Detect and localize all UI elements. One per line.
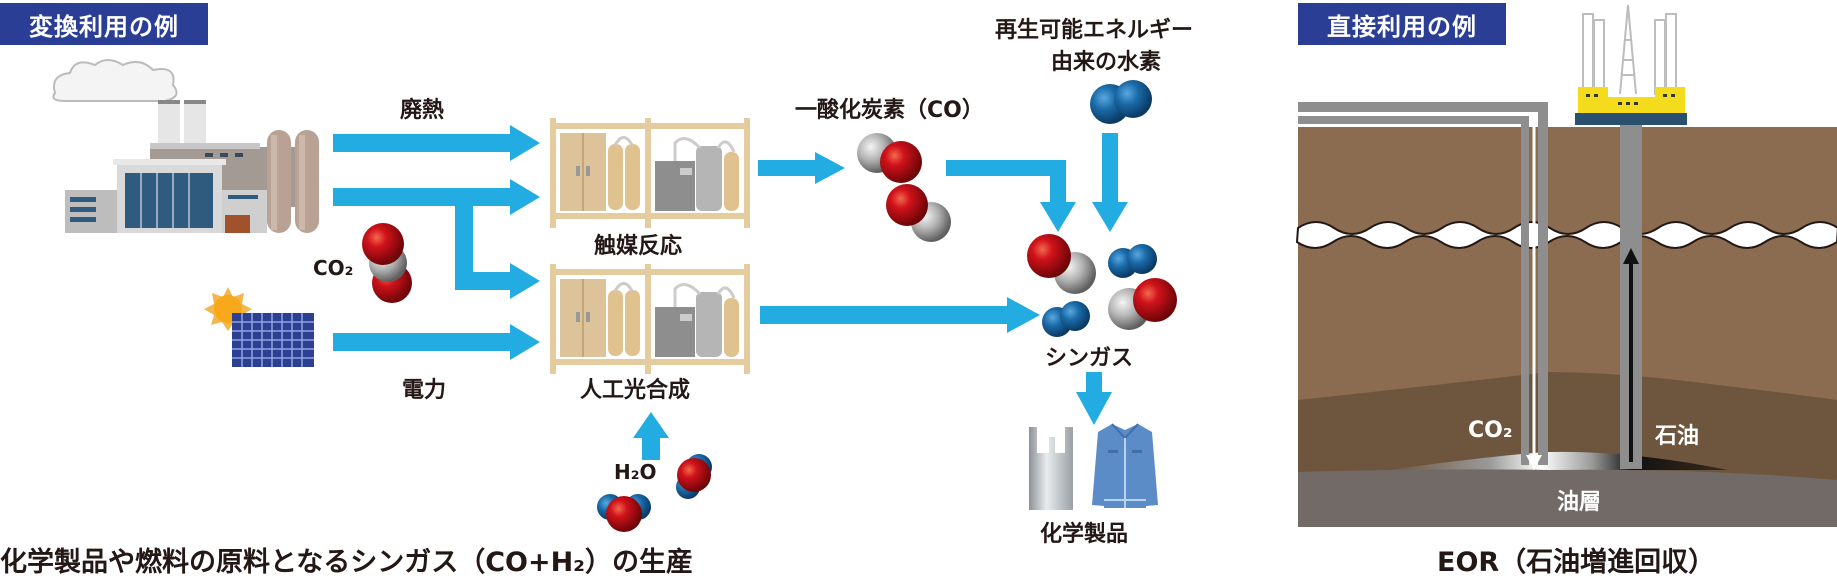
factory-icon [52,59,319,233]
soil-dark-layer [1298,372,1837,480]
h2o-molecule-2 [597,494,651,532]
conversion-use-badge: 変換利用の例 [0,3,208,45]
direct-use-badge: 直接利用の例 [1298,3,1506,45]
artificial-photosynthesis-label: 人工光合成 [580,378,691,403]
eor-co2-label: CO₂ [1468,418,1513,443]
co2-down-arrow [1526,455,1542,470]
co2-molecule [362,223,412,303]
electric-power-label: 電力 [402,378,447,403]
photosynthesis-reactor-icon [550,264,750,374]
co-to-syngas-arrow [946,160,1076,232]
carbon-monoxide-label: 一酸化炭素（CO） [795,98,984,123]
syngas-label: シンガス [1045,346,1134,371]
jacket-icon [1092,423,1158,508]
eor-diagram [1295,4,1837,527]
catalytic-reaction-label: 触媒反応 [594,234,683,259]
plastic-bag-icon [1029,427,1073,510]
h2o-molecule-1 [676,454,712,499]
co-molecule-1 [857,133,922,183]
catalyst-to-co-arrow [758,152,845,184]
oil-layer-label: 油層 [1557,490,1602,515]
waste-heat-label: 廃熱 [400,98,445,123]
co2-injection-pipe [1298,102,1548,465]
chemical-products-label: 化学製品 [1040,522,1129,547]
hydrogen-to-syngas-arrow [1092,133,1128,232]
solar-panel-icon [204,287,314,367]
renewable-hydrogen-label-2: 由来の水素 [1051,50,1162,75]
syngas-to-products-arrow [1076,372,1112,425]
co2-label: CO₂ [313,256,354,280]
syngas-co-2 [1108,278,1177,330]
hydrogen-molecule [1090,80,1152,124]
power-arrow [333,324,540,360]
h2o-label: H₂O [614,460,657,484]
syngas-co-1 [1027,234,1096,294]
eor-oil-label: 石油 [1655,424,1700,449]
oil-reservoir [1388,451,1728,470]
oil-rig-icon [1575,4,1687,125]
oil-up-arrow [1623,248,1639,264]
catalyst-reactor-icon [550,118,750,228]
photosynthesis-to-syngas-arrow [760,297,1040,333]
right-caption: EOR（石油増進回収） [1437,547,1716,578]
syngas-h2-1 [1108,244,1157,278]
left-caption: 化学製品や燃料の原料となるシンガス（CO+H₂）の生産 [0,547,694,578]
factory-branch-arrow [455,188,540,299]
h2o-up-arrow [633,412,669,460]
syngas-h2-2 [1042,301,1090,337]
depth-break [1295,221,1837,249]
renewable-hydrogen-label-1: 再生可能エネルギー [995,18,1194,43]
waste-heat-arrow [333,125,540,161]
rock-layer [1298,469,1837,527]
co-molecule-2 [886,184,951,242]
